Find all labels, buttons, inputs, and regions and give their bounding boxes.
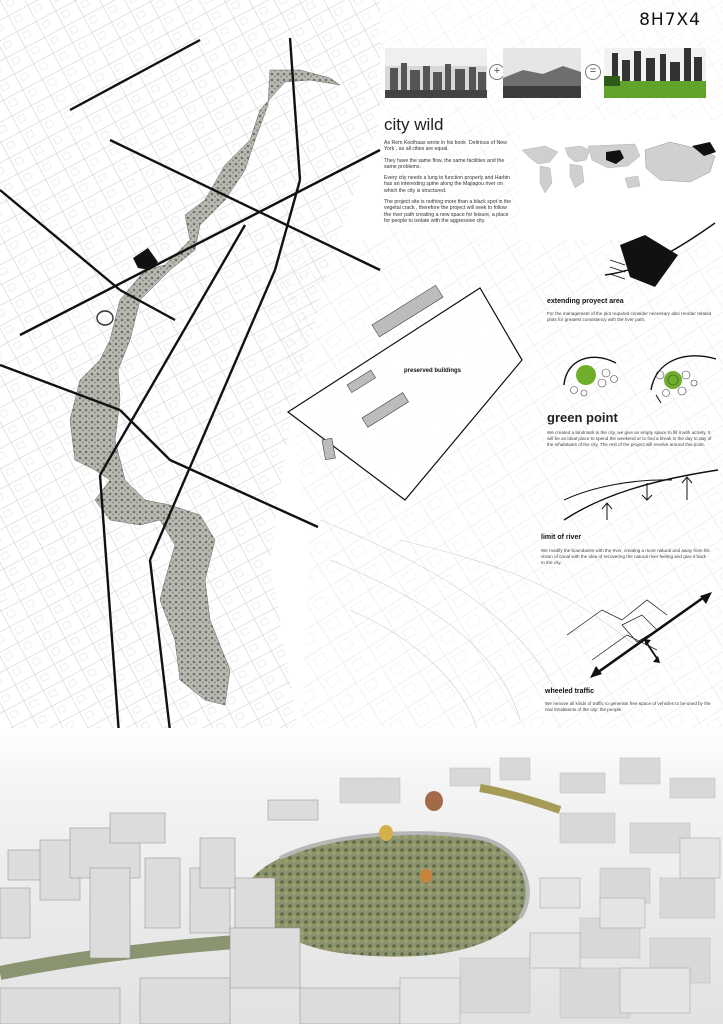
- river-limit-title: limit of river: [541, 534, 582, 541]
- intro-paragraph: They have the same flow, the same facili…: [384, 157, 505, 170]
- green-point-text: We created a landmark in the city, we gi…: [547, 430, 712, 447]
- intro-text: As Rem Koolhaas wrote in his book `Delir…: [384, 140, 514, 229]
- aerial-render: [0, 728, 723, 1024]
- extending-title: extending proyect area: [547, 298, 624, 305]
- site-map: preserved buildings: [0, 0, 723, 740]
- nature-photo: [503, 48, 581, 98]
- project-black-spot: [133, 248, 158, 270]
- traffic-diagram: [566, 592, 712, 678]
- contour-lines: [319, 519, 641, 740]
- equals-symbol: =: [585, 64, 601, 80]
- site-outline: [286, 287, 523, 501]
- intro-paragraph: Every city needs a lung to function prop…: [384, 175, 511, 194]
- river-limit-text: We modify the boundaries with the river,…: [541, 548, 710, 565]
- location-maps: [521, 141, 716, 194]
- city-photo: [385, 48, 487, 98]
- stadium-shape: [96, 310, 114, 326]
- main-roads: [0, 37, 381, 740]
- preserved-buildings-shapes: [321, 284, 444, 461]
- river-limit-diagram: [563, 469, 719, 521]
- park-area: [240, 833, 528, 957]
- extending-text: For the management of the plot required …: [547, 311, 712, 322]
- intro-paragraph: The project site is nothing more than a …: [384, 199, 512, 224]
- extending-diagram: [604, 222, 716, 287]
- traffic-text: We remove all kinds of traffic to genera…: [545, 701, 711, 712]
- city-park-photo: [604, 48, 706, 98]
- city-grid-left: [0, 0, 380, 740]
- traffic-title: wheeled traffic: [545, 688, 595, 695]
- preserved-buildings-label: preserved buildings: [404, 368, 462, 374]
- river-vegetation: [69, 69, 341, 706]
- green-point-diagram: [563, 355, 717, 404]
- project-code: 8H7X4: [639, 10, 701, 30]
- intro-paragraph: As Rem Koolhaas wrote in his book `Delir…: [384, 140, 507, 153]
- green-point-title: green point: [547, 410, 618, 425]
- page-title: city wild: [384, 115, 444, 134]
